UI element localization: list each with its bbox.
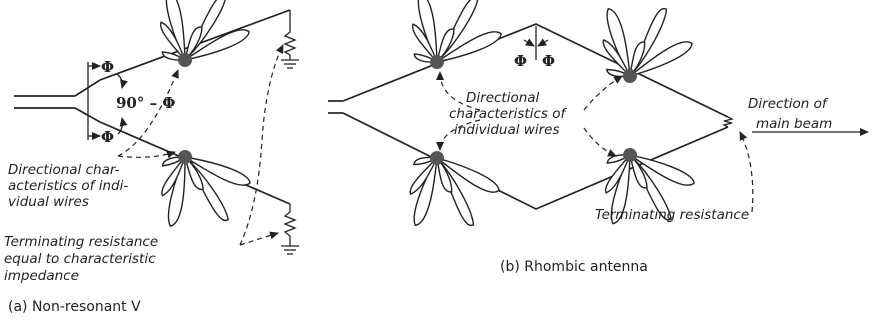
rhombic-lobe-lower-right — [586, 140, 699, 247]
lower-phi-symbol: Φ — [101, 128, 114, 146]
rhombic-termination-resistor — [722, 116, 734, 128]
lower-termination-resistor — [281, 204, 299, 255]
directional-characteristics-label: Directional char- acteristics of indi- v… — [8, 162, 133, 210]
rhombic-angle-markers: Φ Φ — [514, 26, 555, 70]
upper-phi-symbol: Φ — [101, 58, 114, 76]
rhombic-antenna-diagram: Φ Φ Directional characteristics of indiv… — [328, 0, 869, 275]
rhombic-directional-label: Directional characteristics of individua… — [449, 90, 570, 138]
rhombic-lobe-upper-right — [582, 0, 697, 92]
rhombic-lobe-upper-left — [393, 0, 506, 77]
panel-b-caption: (b) Rhombic antenna — [500, 259, 648, 275]
upper-termination-resistor — [281, 10, 299, 69]
rhombic-lobe-lower-left — [389, 142, 504, 253]
panel-a-dashed-leaders — [117, 44, 284, 246]
terminating-resistance-label: Terminating resistance equal to characte… — [4, 234, 162, 284]
upper-v-wire — [74, 9, 291, 97]
non-resonant-v-diagram: Φ 90° – Φ Φ Directional char- acteristic… — [4, 0, 299, 315]
feed-line — [14, 95, 75, 109]
rhombic-upper-wires — [342, 23, 729, 118]
direction-of-main-beam-label: Direction of main beam — [748, 96, 832, 132]
angle-markers: Φ 90° – Φ Φ — [87, 58, 175, 146]
lower-lobe-pattern — [143, 143, 254, 248]
panel-a-caption: (a) Non-resonant V — [8, 299, 141, 315]
rhombic-phi-left: Φ — [514, 52, 527, 70]
upper-lobe-pattern — [141, 0, 254, 75]
rhombic-phi-right: Φ — [542, 52, 555, 70]
panel-b-dashed-leaders — [436, 71, 754, 213]
rhombic-feed-line — [328, 100, 343, 114]
rhombic-terminating-label: Terminating resistance — [595, 207, 749, 223]
angle-90-minus-phi-label: 90° – Φ — [116, 94, 175, 112]
rhombic-lower-wires — [342, 112, 729, 210]
